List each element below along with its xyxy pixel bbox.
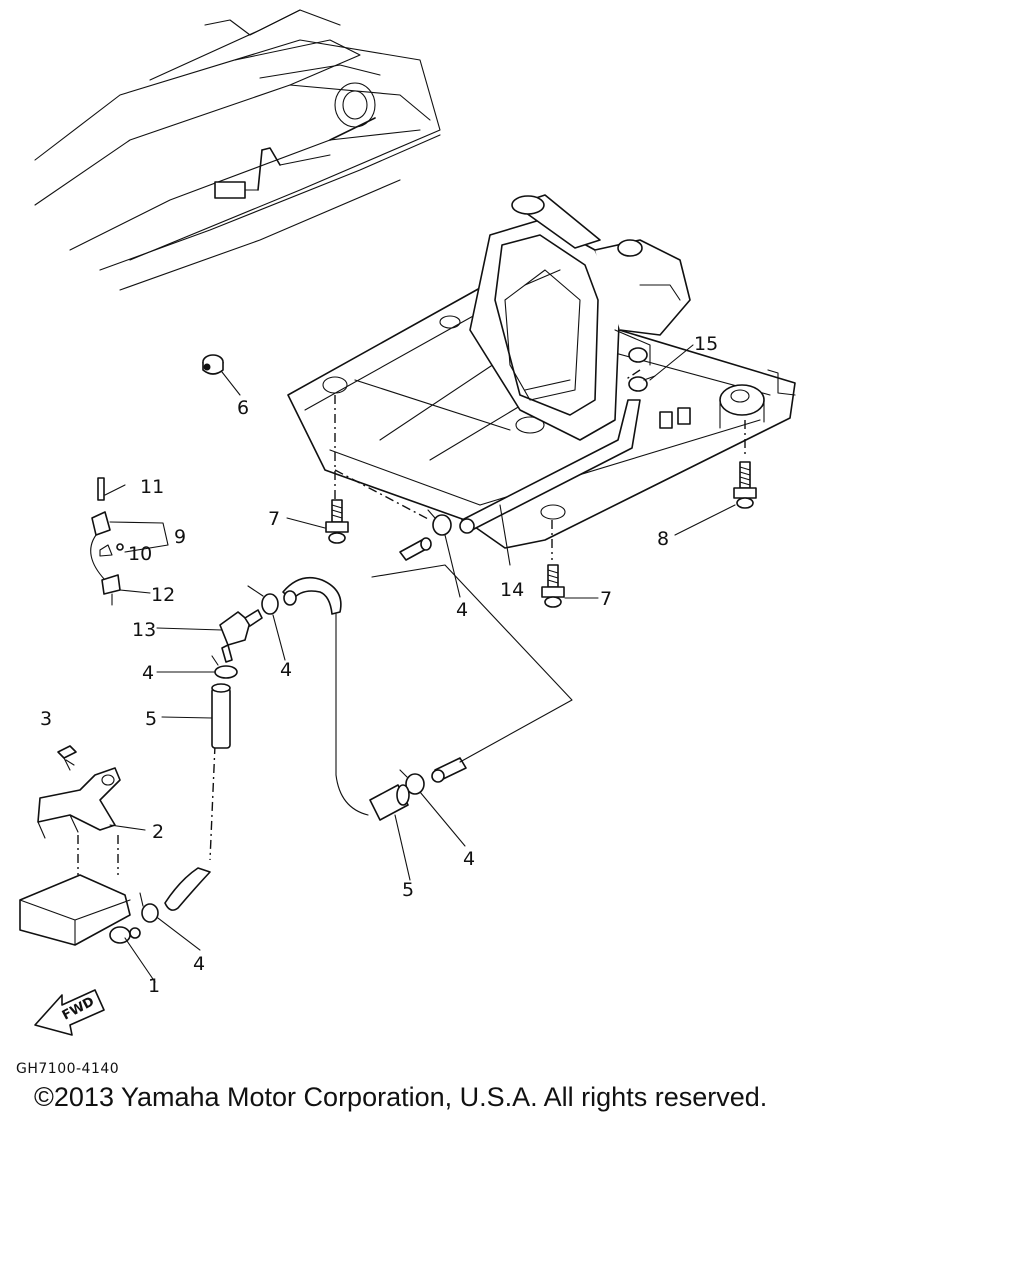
hull-overview-sketch xyxy=(34,9,441,291)
callout-11: 11 xyxy=(140,476,164,498)
clamp-part-15 xyxy=(628,375,656,392)
callout-numbers: 1 2 3 4 4 4 4 4 5 5 6 7 7 8 9 10 11 12 1… xyxy=(40,333,718,997)
bolt-part-7-left xyxy=(325,499,349,544)
hose-part-5-upper xyxy=(282,576,369,816)
clamp-part-4-bottom xyxy=(139,892,159,923)
hose-part-5-right xyxy=(369,784,410,821)
screw-part-3 xyxy=(57,745,77,771)
elbow-fitting-part-13 xyxy=(219,609,263,663)
box-part-1 xyxy=(19,874,141,946)
drawing-code: GH7100-4140 xyxy=(16,1061,119,1077)
callout-1: 1 xyxy=(148,975,160,997)
callout-leaders xyxy=(104,344,736,983)
callout-2: 2 xyxy=(152,821,164,843)
hose-part-5-left xyxy=(211,683,231,749)
clamp-part-4-mid xyxy=(247,585,279,615)
copyright-notice: ©2013 Yamaha Motor Corporation, U.S.A. A… xyxy=(34,1082,768,1112)
part-6-cap xyxy=(202,354,224,375)
bolt-part-8 xyxy=(733,461,757,509)
callout-4-mid: 4 xyxy=(280,659,292,681)
pipe-part-14 xyxy=(459,399,641,566)
assembly-centerlines xyxy=(77,369,746,875)
forward-arrow-icon: FWD xyxy=(34,989,105,1036)
callout-6: 6 xyxy=(237,397,249,419)
callout-3: 3 xyxy=(40,708,52,730)
callout-10: 10 xyxy=(128,543,152,565)
jet-pump-housing xyxy=(469,194,691,441)
callout-7-left: 7 xyxy=(268,508,280,530)
callout-13: 13 xyxy=(132,619,156,641)
hose-fitting-upper xyxy=(399,537,432,561)
parts-diagram: FWD 1 2 3 4 4 4 4 4 5 5 6 7 7 8 xyxy=(16,9,796,1077)
callout-4-top: 4 xyxy=(456,599,468,621)
callout-14: 14 xyxy=(500,579,524,601)
callout-15: 15 xyxy=(694,333,718,355)
clamp-part-4-top xyxy=(427,509,452,536)
callout-4-right: 4 xyxy=(463,848,475,870)
callout-7-right: 7 xyxy=(600,588,612,610)
clip-parts-9-12 xyxy=(90,477,124,606)
callout-5-left: 5 xyxy=(145,708,157,730)
bolt-part-7-right xyxy=(541,564,565,608)
callout-8: 8 xyxy=(657,528,669,550)
clamp-part-4-right xyxy=(399,769,425,795)
hose-part-5-bottom xyxy=(164,867,211,911)
hose-routing-line xyxy=(371,564,573,763)
hose-fitting-lower xyxy=(431,757,467,783)
callout-4-bottom: 4 xyxy=(193,953,205,975)
bracket-part-2 xyxy=(37,767,121,839)
callout-12: 12 xyxy=(151,584,175,606)
callout-9: 9 xyxy=(174,526,186,548)
callout-5-right: 5 xyxy=(402,879,414,901)
callout-4-left: 4 xyxy=(142,662,154,684)
